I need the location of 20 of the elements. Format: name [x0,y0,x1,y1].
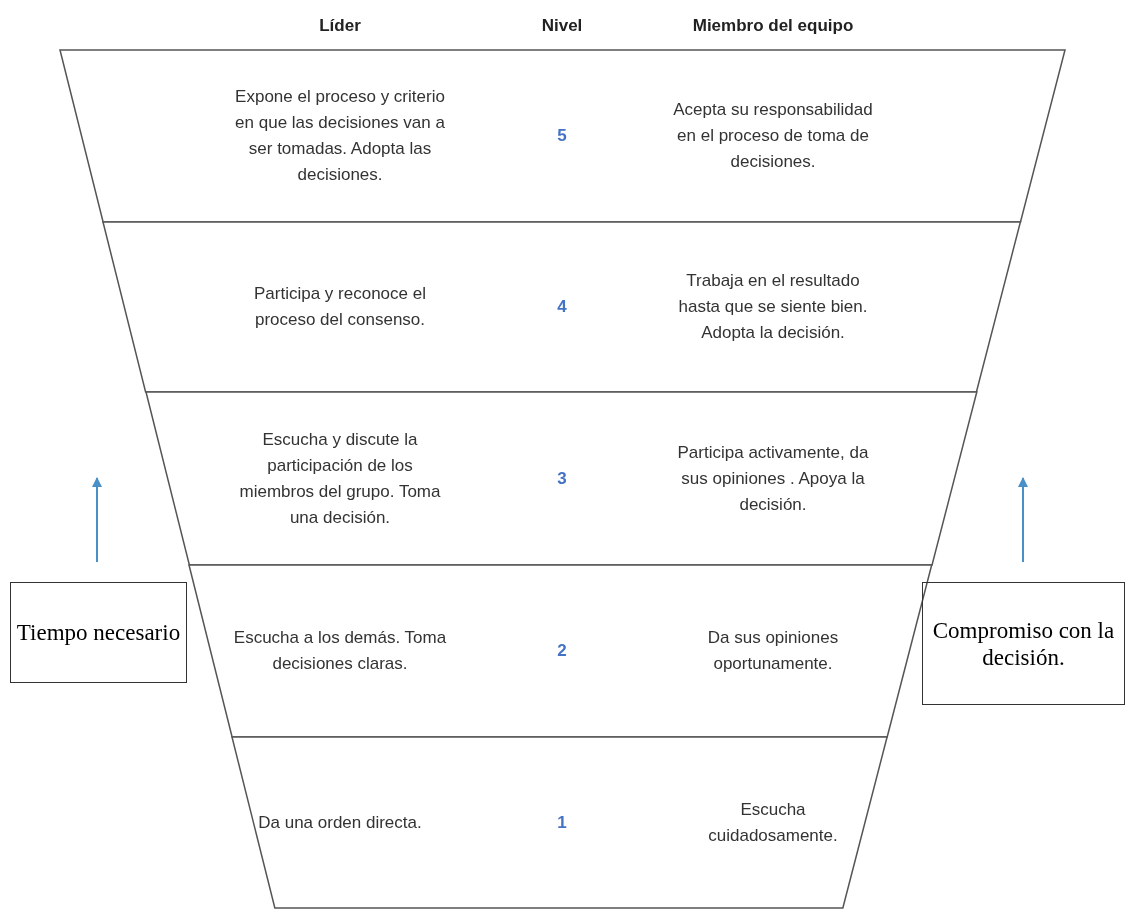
column-header: Líder [319,16,361,36]
member-text: Participa activamente, da sus opiniones . Apoya la decisión. [676,441,870,516]
level-number: 4 [556,296,568,318]
level-number: 2 [556,640,568,662]
leader-text: Escucha y discute la participación de los miembros del grupo. Toma una decisión. [238,428,442,529]
leader-text: Participa y reconoce el proceso del consenso. [253,283,427,331]
leader-text: Da una orden directa. [257,811,423,834]
column-header: Nivel [541,16,583,36]
text-box: Tiempo necesario [10,582,187,683]
column-header: Miembro del equipo [692,16,854,36]
member-text: Escucha cuidadosamente. [707,798,839,847]
member-text: Da sus opiniones oportunamente. [706,627,840,675]
level-number: 3 [556,467,568,490]
text-box: Compromiso con la decisión. [922,582,1125,705]
level-number: 5 [556,125,568,147]
leader-text: Expone el proceso y criterio en que las decisiones van a ser tomadas. Adopta las decisiones. [234,86,446,186]
leader-text: Escucha a los demás. Toma decisiones claras. [232,627,448,675]
member-text: Trabaja en el resultado hasta que se siente bien. Adopta la decisión. [677,270,869,344]
level-number: 1 [556,811,568,834]
member-text: Acepta su responsabilidad en el proceso de toma de decisiones. [673,99,873,173]
